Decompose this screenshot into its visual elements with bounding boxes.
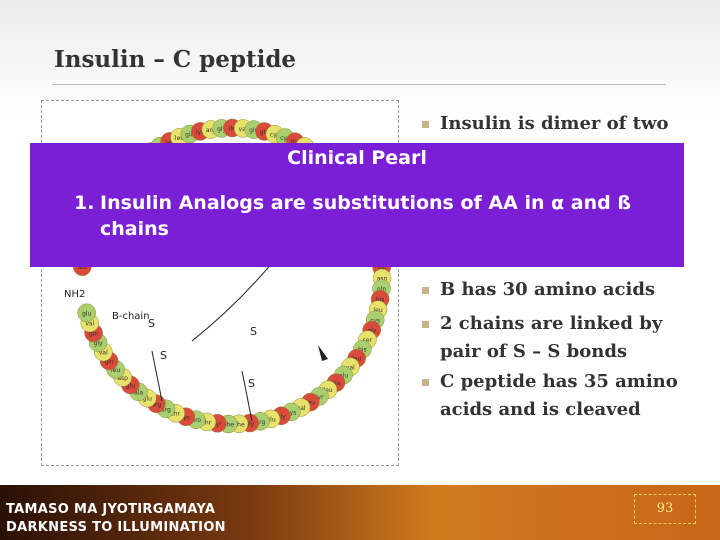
residue-label: leu: [374, 307, 383, 314]
residue-label: tyr: [315, 394, 324, 401]
residue-label: cys: [280, 135, 290, 142]
residue-label: his: [376, 297, 385, 304]
residue-label: glu: [266, 416, 275, 423]
residue-label: glu: [339, 373, 348, 380]
residue-label: tyr: [213, 421, 222, 428]
residue-label: leu: [175, 135, 184, 142]
residue-label: ser: [165, 139, 175, 146]
slide-number: 93: [634, 494, 696, 524]
residue-label: val: [99, 350, 108, 357]
clinical-pearl-text: Insulin Analogs are substitutions of AA …: [100, 192, 631, 240]
bullet-item: C peptide has 35 amino acids and is clea…: [420, 368, 690, 424]
bullet-item: B has 30 amino acids: [420, 276, 655, 304]
residue-label: arg: [206, 127, 216, 134]
residue-label: arg: [255, 419, 265, 426]
residue-label: phe: [223, 422, 235, 429]
residue-label: gly: [245, 421, 254, 428]
residue-label: val: [346, 364, 355, 371]
residue-label: ala: [331, 380, 340, 387]
footer-banner: TAMASO MA JYOTIRGAMAYA DARKNESS TO ILLUM…: [0, 485, 720, 540]
residue-label: glu: [249, 127, 258, 134]
residue-label: leu: [78, 264, 87, 271]
residue-label: leu: [111, 367, 120, 374]
bullet-marker-icon: [422, 287, 429, 294]
residue-label: gln: [185, 132, 194, 139]
s-label: S: [250, 325, 257, 338]
residue-label: asp: [117, 375, 128, 382]
clinical-pearl-box: Clinical Pearl 1. Insulin Analogs are su…: [30, 143, 684, 267]
residue-label: pro: [191, 417, 201, 424]
slide-title: Insulin – C peptide: [54, 46, 297, 73]
residue-label: lys: [182, 414, 190, 421]
bullet-marker-icon: [422, 121, 429, 128]
s-label: S: [248, 377, 255, 390]
title-divider: [52, 84, 666, 85]
disulfide-link: [151, 350, 163, 402]
residue-label: leu: [352, 356, 361, 363]
residue-label: gly: [94, 340, 103, 347]
residue-label: glu: [82, 310, 91, 317]
residue-label: val: [85, 321, 94, 328]
residue-label: val: [239, 126, 248, 133]
clinical-pearl-number: 1.: [74, 192, 95, 214]
arrow-icon: [318, 345, 328, 361]
bullet-item: 2 chains are linked by pair of S – S bon…: [420, 310, 690, 366]
s-label: S: [160, 349, 167, 362]
residue-label: gly: [277, 413, 286, 420]
residue-label: val: [377, 265, 386, 272]
residue-label: phe: [233, 421, 245, 428]
footer-motto: TAMASO MA JYOTIRGAMAYA: [6, 502, 216, 517]
bullet-marker-icon: [422, 321, 429, 328]
residue-label: thr: [171, 411, 180, 418]
b-chain-label: B-chain: [112, 311, 150, 322]
residue-label: gln: [89, 331, 98, 338]
clinical-pearl-title: Clinical Pearl: [287, 147, 427, 169]
disulfide-link: [241, 370, 253, 422]
bullet-marker-icon: [422, 379, 429, 386]
residue-label: his: [358, 347, 367, 354]
residue-label: arg: [151, 401, 161, 408]
residue-label: cys: [286, 409, 296, 416]
residue-label: glu: [126, 382, 135, 389]
residue-label: gly: [217, 126, 226, 133]
residue-label: gln: [377, 286, 386, 293]
residue-label: leu: [323, 387, 332, 394]
residue-label: cys: [370, 317, 380, 324]
residue-label: gln: [104, 358, 113, 365]
bullet-item: Insulin is dimer of two: [420, 110, 669, 138]
clinical-pearl-item: 1. Insulin Analogs are substitutions of …: [74, 190, 694, 242]
residue-label: gln: [260, 129, 269, 136]
residue-label: ser: [363, 337, 373, 344]
residue-label: cys: [270, 132, 280, 139]
residue-label: leu: [306, 400, 315, 407]
s-label: S: [148, 317, 155, 330]
nh2-label: NH2: [64, 289, 85, 300]
residue-label: glu: [143, 396, 152, 403]
residue-label: lys: [196, 129, 204, 136]
residue-label: gly: [367, 328, 376, 335]
residue-label: thr: [291, 139, 300, 146]
residue-label: val: [297, 405, 306, 412]
residue-label: thr: [202, 419, 211, 426]
residue-label: arg: [161, 406, 171, 413]
footer-motto-translation: DARKNESS TO ILLUMINATION: [6, 520, 226, 535]
residue-bead: [77, 303, 96, 323]
residue-label: asn: [377, 276, 388, 283]
residue-label: ala: [134, 389, 143, 396]
residue-label: ile: [229, 126, 236, 133]
